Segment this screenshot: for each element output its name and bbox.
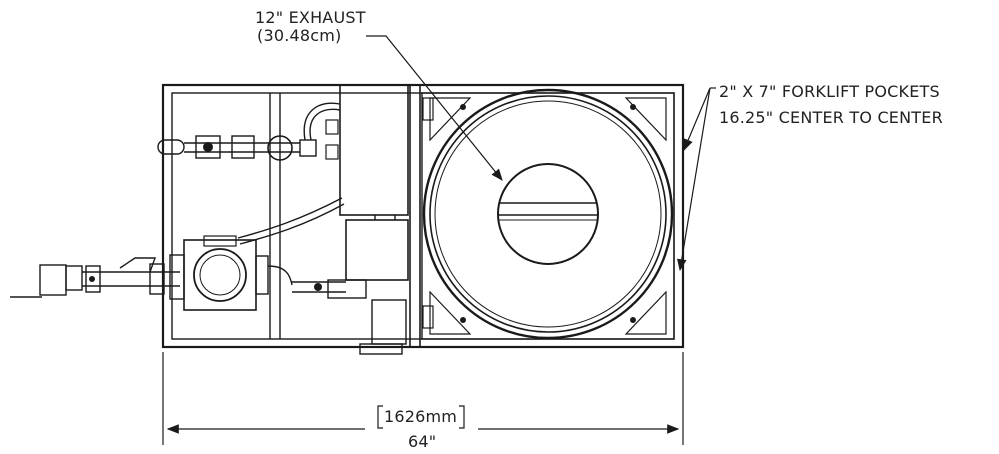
width-dimension — [162, 352, 684, 445]
forklift-spacing-label: 16.25" CENTER TO CENTER — [719, 108, 943, 127]
forklift-leaders — [677, 87, 716, 272]
width-metric-label: 1626mm — [384, 407, 458, 426]
lower-gas-train — [10, 197, 346, 311]
exhaust-size-label: 12" EXHAUST — [255, 8, 366, 27]
forklift-pocket-label: 2" X 7" FORKLIFT POCKETS — [719, 82, 940, 101]
control-boxes — [327, 84, 409, 355]
upper-valve-train — [157, 102, 341, 161]
exhaust-metric-label: (30.48cm) — [257, 26, 342, 45]
width-imperial-label: 64" — [408, 432, 437, 451]
exhaust-leader — [366, 35, 503, 181]
exhaust-housing — [421, 88, 675, 340]
